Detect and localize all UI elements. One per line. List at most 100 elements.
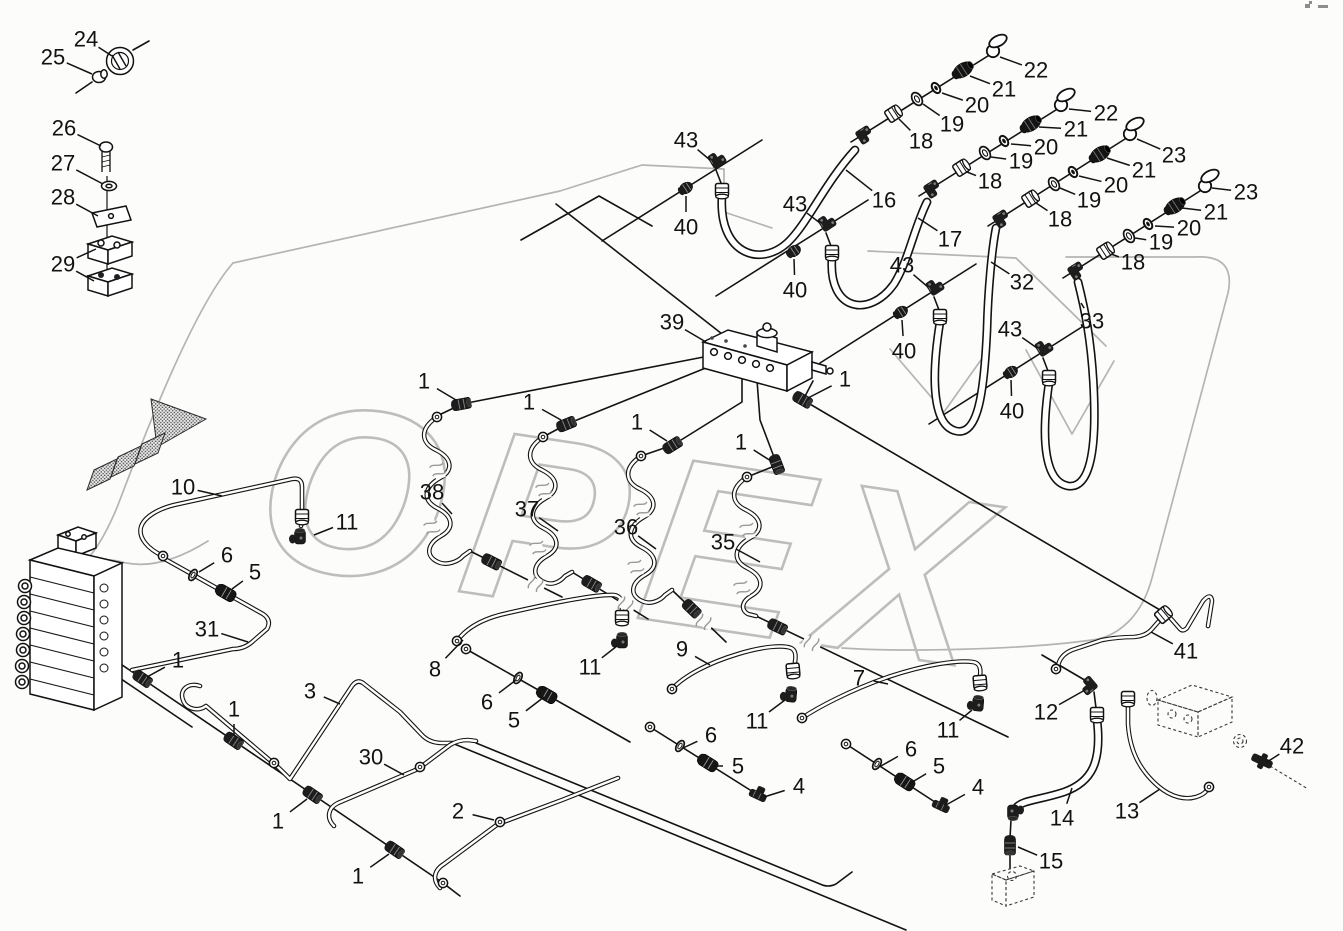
callout: 30 — [359, 745, 405, 776]
leader-line — [231, 580, 244, 590]
callout-label: 20 — [965, 93, 989, 118]
hardware-24-29 — [75, 40, 150, 298]
direction-arrow-icon — [86, 398, 208, 491]
callout: 18 — [966, 169, 1002, 194]
callout-label: 22 — [1024, 58, 1048, 83]
callout: 28 — [51, 185, 99, 217]
callout-label: 21 — [1132, 158, 1156, 183]
leader-line — [601, 645, 618, 659]
callout: 26 — [52, 116, 102, 147]
callout-label: 21 — [1064, 117, 1088, 142]
grease-fitting-chains — [850, 30, 1222, 282]
callout: 41 — [1150, 631, 1198, 664]
leader-line — [383, 763, 405, 776]
callout-label: 1 — [631, 410, 643, 435]
callout: 18 — [898, 118, 933, 154]
leader-line — [649, 429, 668, 442]
callout-label: 26 — [52, 116, 76, 141]
callout-label: 6 — [705, 723, 717, 748]
callout-label: 30 — [359, 745, 383, 770]
callout-label: 35 — [711, 530, 735, 555]
leader-line — [806, 212, 821, 224]
callout-label: 40 — [674, 215, 698, 240]
callout-label: 4 — [972, 775, 984, 800]
callout-label: 43 — [998, 317, 1022, 342]
callout: 4 — [763, 774, 805, 799]
callout: 8 — [429, 639, 464, 682]
callout-label: 18 — [1048, 207, 1072, 232]
callout: 38 — [420, 480, 453, 515]
leader-line — [441, 502, 453, 515]
callout-label: 17 — [938, 227, 962, 252]
callout-label: 2 — [452, 799, 464, 824]
callout-label: 19 — [940, 112, 964, 137]
callout: 20 — [941, 92, 989, 118]
callout: 16 — [845, 169, 896, 213]
callout: 19 — [922, 103, 964, 137]
leader-line — [197, 489, 223, 497]
callout: 10 — [171, 475, 223, 500]
callout: 6 — [198, 543, 233, 573]
callout-label: 27 — [51, 151, 75, 176]
callout-label: 19 — [1009, 149, 1033, 174]
callout-label: 28 — [51, 185, 75, 210]
callout: 1 — [272, 798, 308, 834]
callout-label: 12 — [1034, 700, 1058, 725]
machine-outline — [87, 164, 1231, 651]
callout-label: 5 — [249, 560, 261, 585]
leader-line — [1154, 225, 1175, 228]
leader-line — [1010, 143, 1032, 147]
callout-label: 40 — [892, 339, 916, 364]
leader-line — [807, 385, 832, 399]
leader-line — [959, 709, 973, 721]
leader-line — [908, 773, 927, 785]
hose-14 — [1016, 720, 1098, 808]
callout: 1 — [228, 697, 240, 736]
callout-label: 11 — [579, 655, 602, 680]
tube-3 — [182, 682, 452, 779]
leader-line — [945, 793, 966, 806]
callout: 43 — [783, 192, 821, 224]
leader-line — [1134, 237, 1147, 241]
frame-lines — [451, 195, 907, 931]
right-assembly — [990, 603, 1309, 907]
callout-label: 19 — [1077, 188, 1101, 213]
leader-line — [1059, 187, 1076, 195]
callout: 19 — [1134, 230, 1173, 255]
callout-label: 21 — [1204, 200, 1228, 225]
leader-line — [990, 261, 1010, 275]
callout-label: 4 — [793, 774, 805, 799]
callout-label: 23 — [1234, 180, 1258, 205]
callout: 1 — [807, 367, 851, 399]
callout: 1 — [523, 390, 562, 421]
callout: 7 — [853, 666, 889, 691]
callout-label: 7 — [853, 666, 865, 691]
callout-label: 19 — [1149, 230, 1173, 255]
leader-line — [735, 548, 761, 563]
leader-line — [880, 755, 899, 767]
leader-line — [75, 270, 95, 282]
callout-label: 14 — [1050, 806, 1074, 831]
box-15-dashed — [990, 865, 1036, 907]
callout: 6 — [481, 679, 517, 715]
callout: 21 — [969, 75, 1016, 102]
leader-line — [1110, 253, 1120, 258]
callout: 27 — [51, 151, 104, 185]
callout: 25 — [41, 45, 93, 75]
callout-label: 1 — [735, 430, 747, 455]
leader-line — [1211, 187, 1232, 191]
callout-label: 6 — [481, 690, 493, 715]
callout-label: 3 — [304, 679, 316, 704]
valve-block — [14, 526, 125, 712]
leader-line — [1080, 302, 1085, 309]
leader-line — [289, 798, 308, 813]
leader-line — [1058, 689, 1086, 706]
leader-line — [436, 388, 457, 401]
callout-label: 37 — [515, 497, 539, 522]
leader-line — [873, 680, 889, 685]
callout: 35 — [711, 530, 761, 563]
manifold-block — [700, 322, 834, 393]
leader-line — [313, 526, 334, 536]
callout-label: 29 — [51, 252, 75, 277]
leader-line — [323, 696, 341, 705]
